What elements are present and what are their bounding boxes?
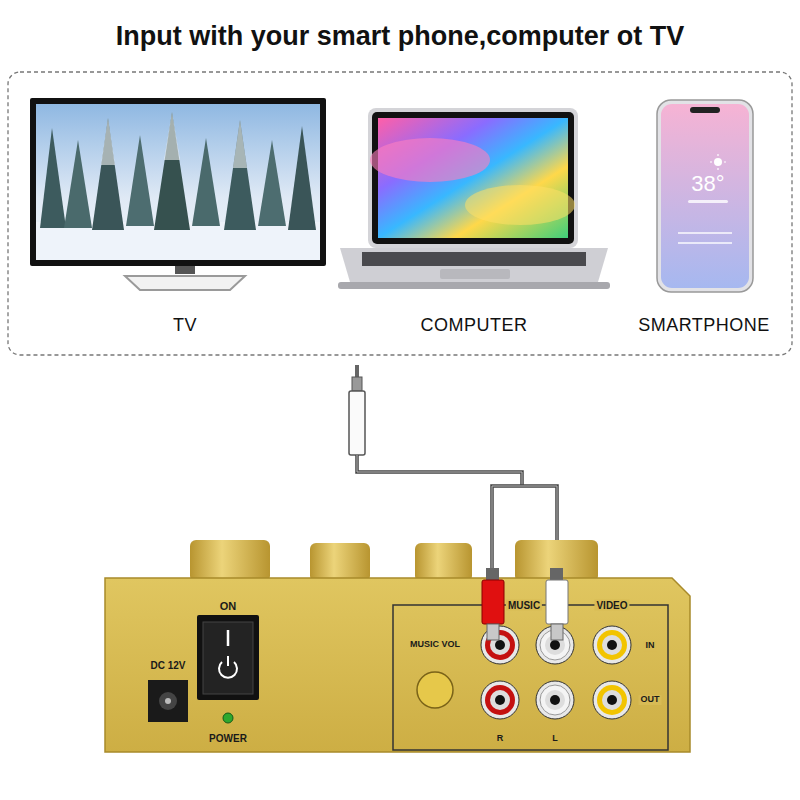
title-heading: Input with your smart phone,computer ot … <box>0 22 800 52</box>
panel-label: R <box>497 734 504 744</box>
tv-illustration <box>30 98 326 290</box>
device-label: SMARTPHONE <box>630 315 778 337</box>
smartphone-illustration <box>657 100 753 292</box>
device-label-box: SMARTPHONE <box>630 311 778 341</box>
mixer-housing-shape <box>105 578 690 752</box>
dc-jack <box>148 680 188 722</box>
panel-label: POWER <box>209 733 247 744</box>
panel-label: MUSIC VOL <box>410 640 460 650</box>
panel-label: L <box>552 734 558 744</box>
device-label: TV <box>165 315 206 337</box>
device-label: COMPUTER <box>413 315 536 337</box>
audio-cable <box>349 365 557 570</box>
screen-temperature: 38° <box>691 172 724 196</box>
panel-label: ON <box>220 600 237 612</box>
panel-label: IN <box>644 641 657 651</box>
volume-knob <box>417 672 453 708</box>
mixer-housing: ON DC 12V POWER MUSIC VOL MUSIC VIDEO IN OUT R L <box>105 578 690 752</box>
device-label-box: TV <box>165 311 206 341</box>
power-switch <box>197 615 259 700</box>
power-led <box>223 713 233 723</box>
panel-label: VIDEO <box>594 600 629 611</box>
panel-label: MUSIC <box>506 600 542 611</box>
laptop-illustration <box>338 108 610 289</box>
input-output-panel: MUSIC VOLMUSICVIDEOINOUTRL <box>393 605 668 750</box>
panel-label: OUT <box>639 695 662 705</box>
dashed-frame <box>8 72 792 355</box>
panel-outline <box>393 605 668 750</box>
top-knobs <box>190 540 598 582</box>
device-label-box: COMPUTER <box>413 311 536 341</box>
panel-label: DC 12V <box>150 660 185 671</box>
rca-plugs <box>482 568 568 640</box>
